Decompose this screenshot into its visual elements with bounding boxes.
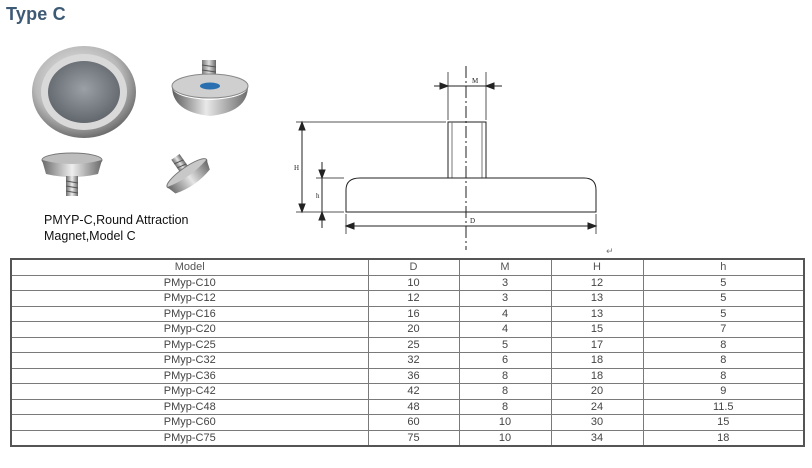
table-cell: PMyp-C20: [10, 321, 369, 338]
table-cell: 10: [367, 274, 460, 291]
table-cell: 10: [458, 414, 552, 431]
table-cell: 42: [367, 383, 460, 400]
table-cell: 5: [642, 274, 805, 291]
table-cell: 13: [550, 305, 644, 322]
table-cell: 8: [458, 383, 552, 400]
table-cell: 30: [550, 414, 644, 431]
magnet-angled-photo: [166, 154, 210, 194]
table-cell: PMyp-C75: [10, 429, 369, 447]
table-cell: 18: [642, 429, 805, 447]
table-cell: 8: [642, 367, 805, 384]
label-h-base: h: [316, 192, 320, 200]
caption-line-1: PMYP-C,Round Attraction: [44, 213, 189, 227]
table-cell: 8: [458, 398, 552, 415]
table-cell: 75: [367, 429, 460, 447]
column-header: Model: [10, 258, 369, 276]
table-cell: 5: [458, 336, 552, 353]
table-cell: 20: [367, 321, 460, 338]
table-cell: 18: [550, 367, 644, 384]
table-cell: 15: [642, 414, 805, 431]
table-cell: PMyp-C10: [10, 274, 369, 291]
table-cell: 16: [367, 305, 460, 322]
column-header: H: [550, 258, 644, 276]
page-title: Type C: [6, 4, 66, 24]
table-cell: 4: [458, 305, 552, 322]
table-cell: PMyp-C36: [10, 367, 369, 384]
table-cell: 17: [550, 336, 644, 353]
table-cell: PMyp-C12: [10, 290, 369, 307]
table-cell: 36: [367, 367, 460, 384]
table-cell: 3: [458, 274, 552, 291]
table-cell: 48: [367, 398, 460, 415]
table-cell: 8: [642, 336, 805, 353]
magnet-stud-photo: [41, 152, 103, 196]
table-cell: PMyp-C42: [10, 383, 369, 400]
table-cell: 10: [458, 429, 552, 447]
magnet-top-photo: [32, 46, 136, 138]
column-header: D: [367, 258, 460, 276]
table-cell: 32: [367, 352, 460, 369]
table-cell: PMyp-C32: [10, 352, 369, 369]
table-cell: 6: [458, 352, 552, 369]
table-cell: 5: [642, 290, 805, 307]
table-cell: 20: [550, 383, 644, 400]
table-cell: 60: [367, 414, 460, 431]
table-cell: PMyp-C25: [10, 336, 369, 353]
table-cell: 12: [367, 290, 460, 307]
table-cell: 15: [550, 321, 644, 338]
table-cell: 25: [367, 336, 460, 353]
table-cell: PMyp-C48: [10, 398, 369, 415]
table-cell: 8: [458, 367, 552, 384]
table-cell: 9: [642, 383, 805, 400]
return-mark: ↵: [606, 247, 614, 254]
label-h-total: H: [294, 164, 299, 172]
table-cell: 8: [642, 352, 805, 369]
table-cell: 5: [642, 305, 805, 322]
label-m: M: [472, 77, 479, 85]
table-cell: 24: [550, 398, 644, 415]
table-cell: 13: [550, 290, 644, 307]
caption-line-2: Magnet,Model C: [44, 229, 136, 243]
label-d: D: [470, 217, 475, 225]
table-cell: 3: [458, 290, 552, 307]
product-caption: PMYP-C,Round Attraction Magnet,Model C: [44, 212, 189, 244]
technical-drawing: M H h D ↵: [294, 66, 614, 254]
column-header: h: [642, 258, 805, 276]
table-cell: 18: [550, 352, 644, 369]
table-cell: 34: [550, 429, 644, 447]
table-cell: PMyp-C16: [10, 305, 369, 322]
table-cell: 4: [458, 321, 552, 338]
table-cell: PMyp-C60: [10, 414, 369, 431]
magnet-side-photo: [171, 60, 249, 116]
column-header: M: [458, 258, 552, 276]
table-cell: 11.5: [642, 398, 805, 415]
table-cell: 7: [642, 321, 805, 338]
table-cell: 12: [550, 274, 644, 291]
